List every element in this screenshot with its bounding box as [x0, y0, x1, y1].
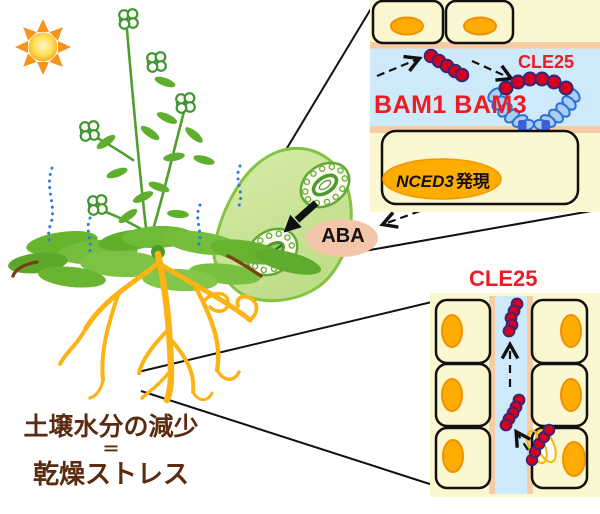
leaf-magnifier-blob [212, 146, 356, 303]
caption-line-3: 乾燥ストレス [32, 459, 189, 489]
aba-label: ABA [321, 225, 365, 247]
arabidopsis-plant [79, 8, 216, 247]
cle25-leaf-label: CLE25 [518, 52, 575, 72]
cell-nucleus [390, 16, 424, 36]
bam-receptors-label: BAM1 BAM3 [374, 91, 528, 119]
drought-caption: 土壌水分の減少 ＝ 乾燥ストレス [6, 414, 216, 488]
seed-pods [94, 74, 216, 226]
nced3-expression-suffix: 発現 [455, 172, 490, 191]
aba-ellipse [306, 219, 378, 257]
membrane-bands [370, 42, 600, 133]
root-system [58, 250, 259, 404]
secretion-arrow [517, 433, 528, 451]
cle25-chain-upper [502, 297, 524, 338]
sun-icon [15, 19, 71, 75]
rosette-leaves [8, 225, 322, 292]
stoma-closure-arrow [283, 200, 319, 233]
cell-nucleus [463, 16, 497, 36]
nced3-ellipse [382, 158, 502, 200]
cle25-production [525, 423, 557, 467]
cle25-bound-peptide [498, 71, 574, 96]
nced3-expression-cell [380, 129, 580, 206]
root-vascular-inset [430, 293, 600, 497]
leaf-vascular-inset [370, 0, 600, 212]
root-cell-nuclei [441, 314, 586, 477]
dried-petioles [11, 254, 263, 278]
flower-buds [79, 8, 196, 216]
nced3-gene-name: NCED3 [396, 172, 454, 191]
caption-line-1: 土壌水分の減少 [23, 413, 199, 441]
cle25-root-label: CLE25 [469, 266, 538, 291]
epidermal-cells [371, 0, 515, 45]
cle25-chain-lower [499, 393, 526, 432]
open-stoma [293, 155, 356, 216]
cle25-peptide-chain [423, 48, 470, 83]
transpiration-dotted-lines [47, 164, 243, 258]
transport-arrows [510, 346, 528, 451]
caption-line-2: ＝ [102, 440, 120, 459]
nced3-to-aba-arrow [384, 209, 421, 224]
